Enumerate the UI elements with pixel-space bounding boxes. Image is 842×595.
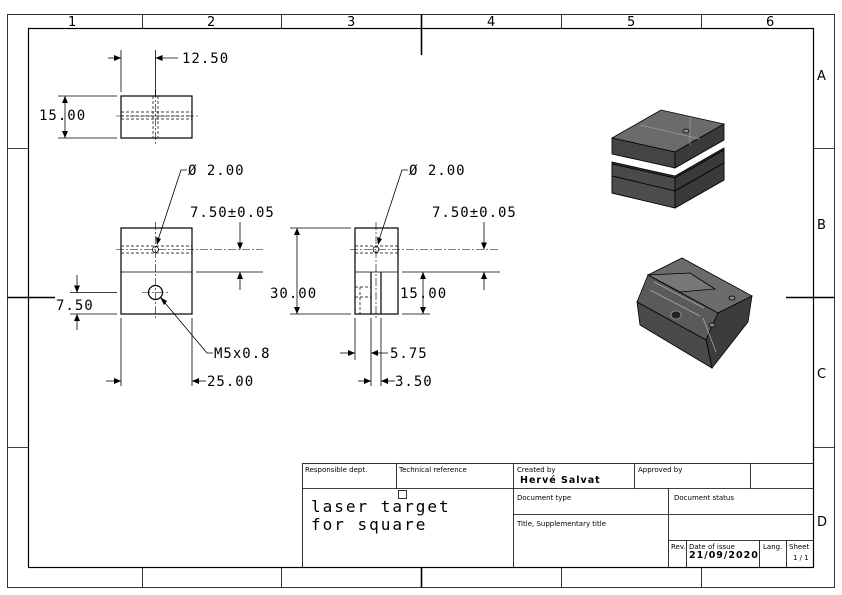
dim-top-height: 15.00 (39, 108, 86, 124)
top-view: 12.50 15.00 (39, 50, 229, 145)
tb-created-by-label: Created by (517, 466, 556, 474)
dim-hole-right: Ø 2.00 (409, 163, 466, 179)
column-ticks (7, 14, 835, 588)
tb-created-by: Hervé Salvat (520, 475, 601, 486)
tb-title-supp-label: Title, Supplementary title (516, 520, 606, 528)
isometric-view-lower (636, 257, 753, 369)
title-block (302, 463, 814, 568)
column-label-3: 3 (347, 15, 355, 30)
column-label-6: 6 (766, 15, 774, 30)
side-view: Ø 2.00 7.50±0.05 30.00 15.00 5.75 3.50 (270, 163, 517, 390)
row-label-b: B (817, 218, 826, 233)
dim-top-width: 12.50 (182, 51, 229, 67)
centering-marks (7, 14, 835, 588)
tb-title-line2: for square (311, 515, 427, 534)
tb-sheet-label: Sheet (789, 543, 809, 551)
tb-title-line1: laser target (311, 497, 451, 516)
row-label-c: C (817, 367, 826, 382)
dim-slot-height: 15.00 (400, 286, 447, 302)
column-label-4: 4 (487, 15, 495, 30)
tb-responsible-dept-label: Responsible dept. (305, 466, 367, 474)
dim-hole-left: Ø 2.00 (188, 163, 245, 179)
tb-document-type-label: Document type (517, 494, 571, 502)
dim-slot-width: 3.50 (395, 374, 433, 390)
isometric-view-upper (610, 109, 726, 209)
tb-date: 21/09/2020 (689, 550, 759, 561)
dim-thread-pos: 7.50 (56, 298, 94, 314)
dim-hole-offset-right: 7.50±0.05 (432, 205, 517, 221)
column-label-2: 2 (207, 15, 215, 30)
tb-approved-by-label: Approved by (638, 466, 682, 474)
tb-lang-label: Lang. (763, 543, 782, 551)
dim-side-height: 30.00 (270, 286, 317, 302)
row-label-a: A (817, 69, 826, 84)
tb-date-label: Date of issue (689, 543, 735, 551)
tb-document-status-label: Document status (674, 494, 734, 502)
row-label-d: D (817, 515, 827, 530)
dim-hole-offset-left: 7.50±0.05 (190, 205, 275, 221)
tb-technical-reference-label: Technical reference (398, 466, 467, 474)
front-view: Ø 2.00 7.50±0.05 7.50 M5x0.8 25.00 (56, 163, 275, 390)
dim-slot-offset: 5.75 (390, 346, 428, 362)
tb-rev-label: Rev. (671, 543, 686, 551)
dim-front-width: 25.00 (207, 374, 254, 390)
tb-sheet: 1 / 1 (793, 554, 809, 562)
column-label-1: 1 (68, 15, 76, 30)
column-label-5: 5 (627, 15, 635, 30)
dim-thread: M5x0.8 (214, 346, 271, 362)
